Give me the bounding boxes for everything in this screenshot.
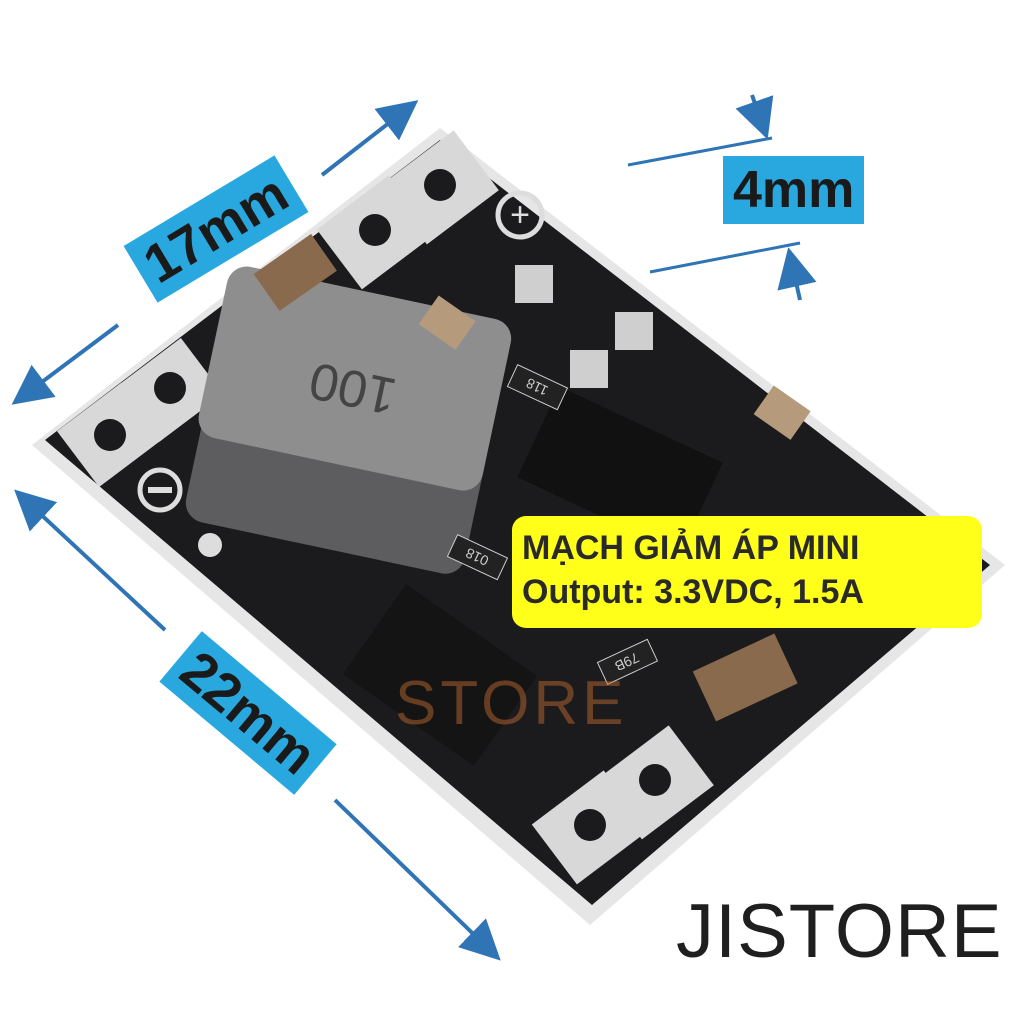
regulator-ic [517,386,723,554]
diode [342,584,538,766]
product-title: MẠCH GIẢM ÁP MINI [522,529,860,567]
product-output-spec: Output: 3.3VDC, 1.5A [522,573,864,611]
dimension-height-label: 4mm [723,156,865,224]
plus-symbol: + [510,196,530,234]
watermark: STORE [395,669,628,738]
product-spec-label: MẠCH GIẢM ÁP MINI Output: 3.3VDC, 1.5A [512,516,982,628]
brand-logo: JISTORE [676,889,1003,974]
dimension-arrows [11,94,817,961]
